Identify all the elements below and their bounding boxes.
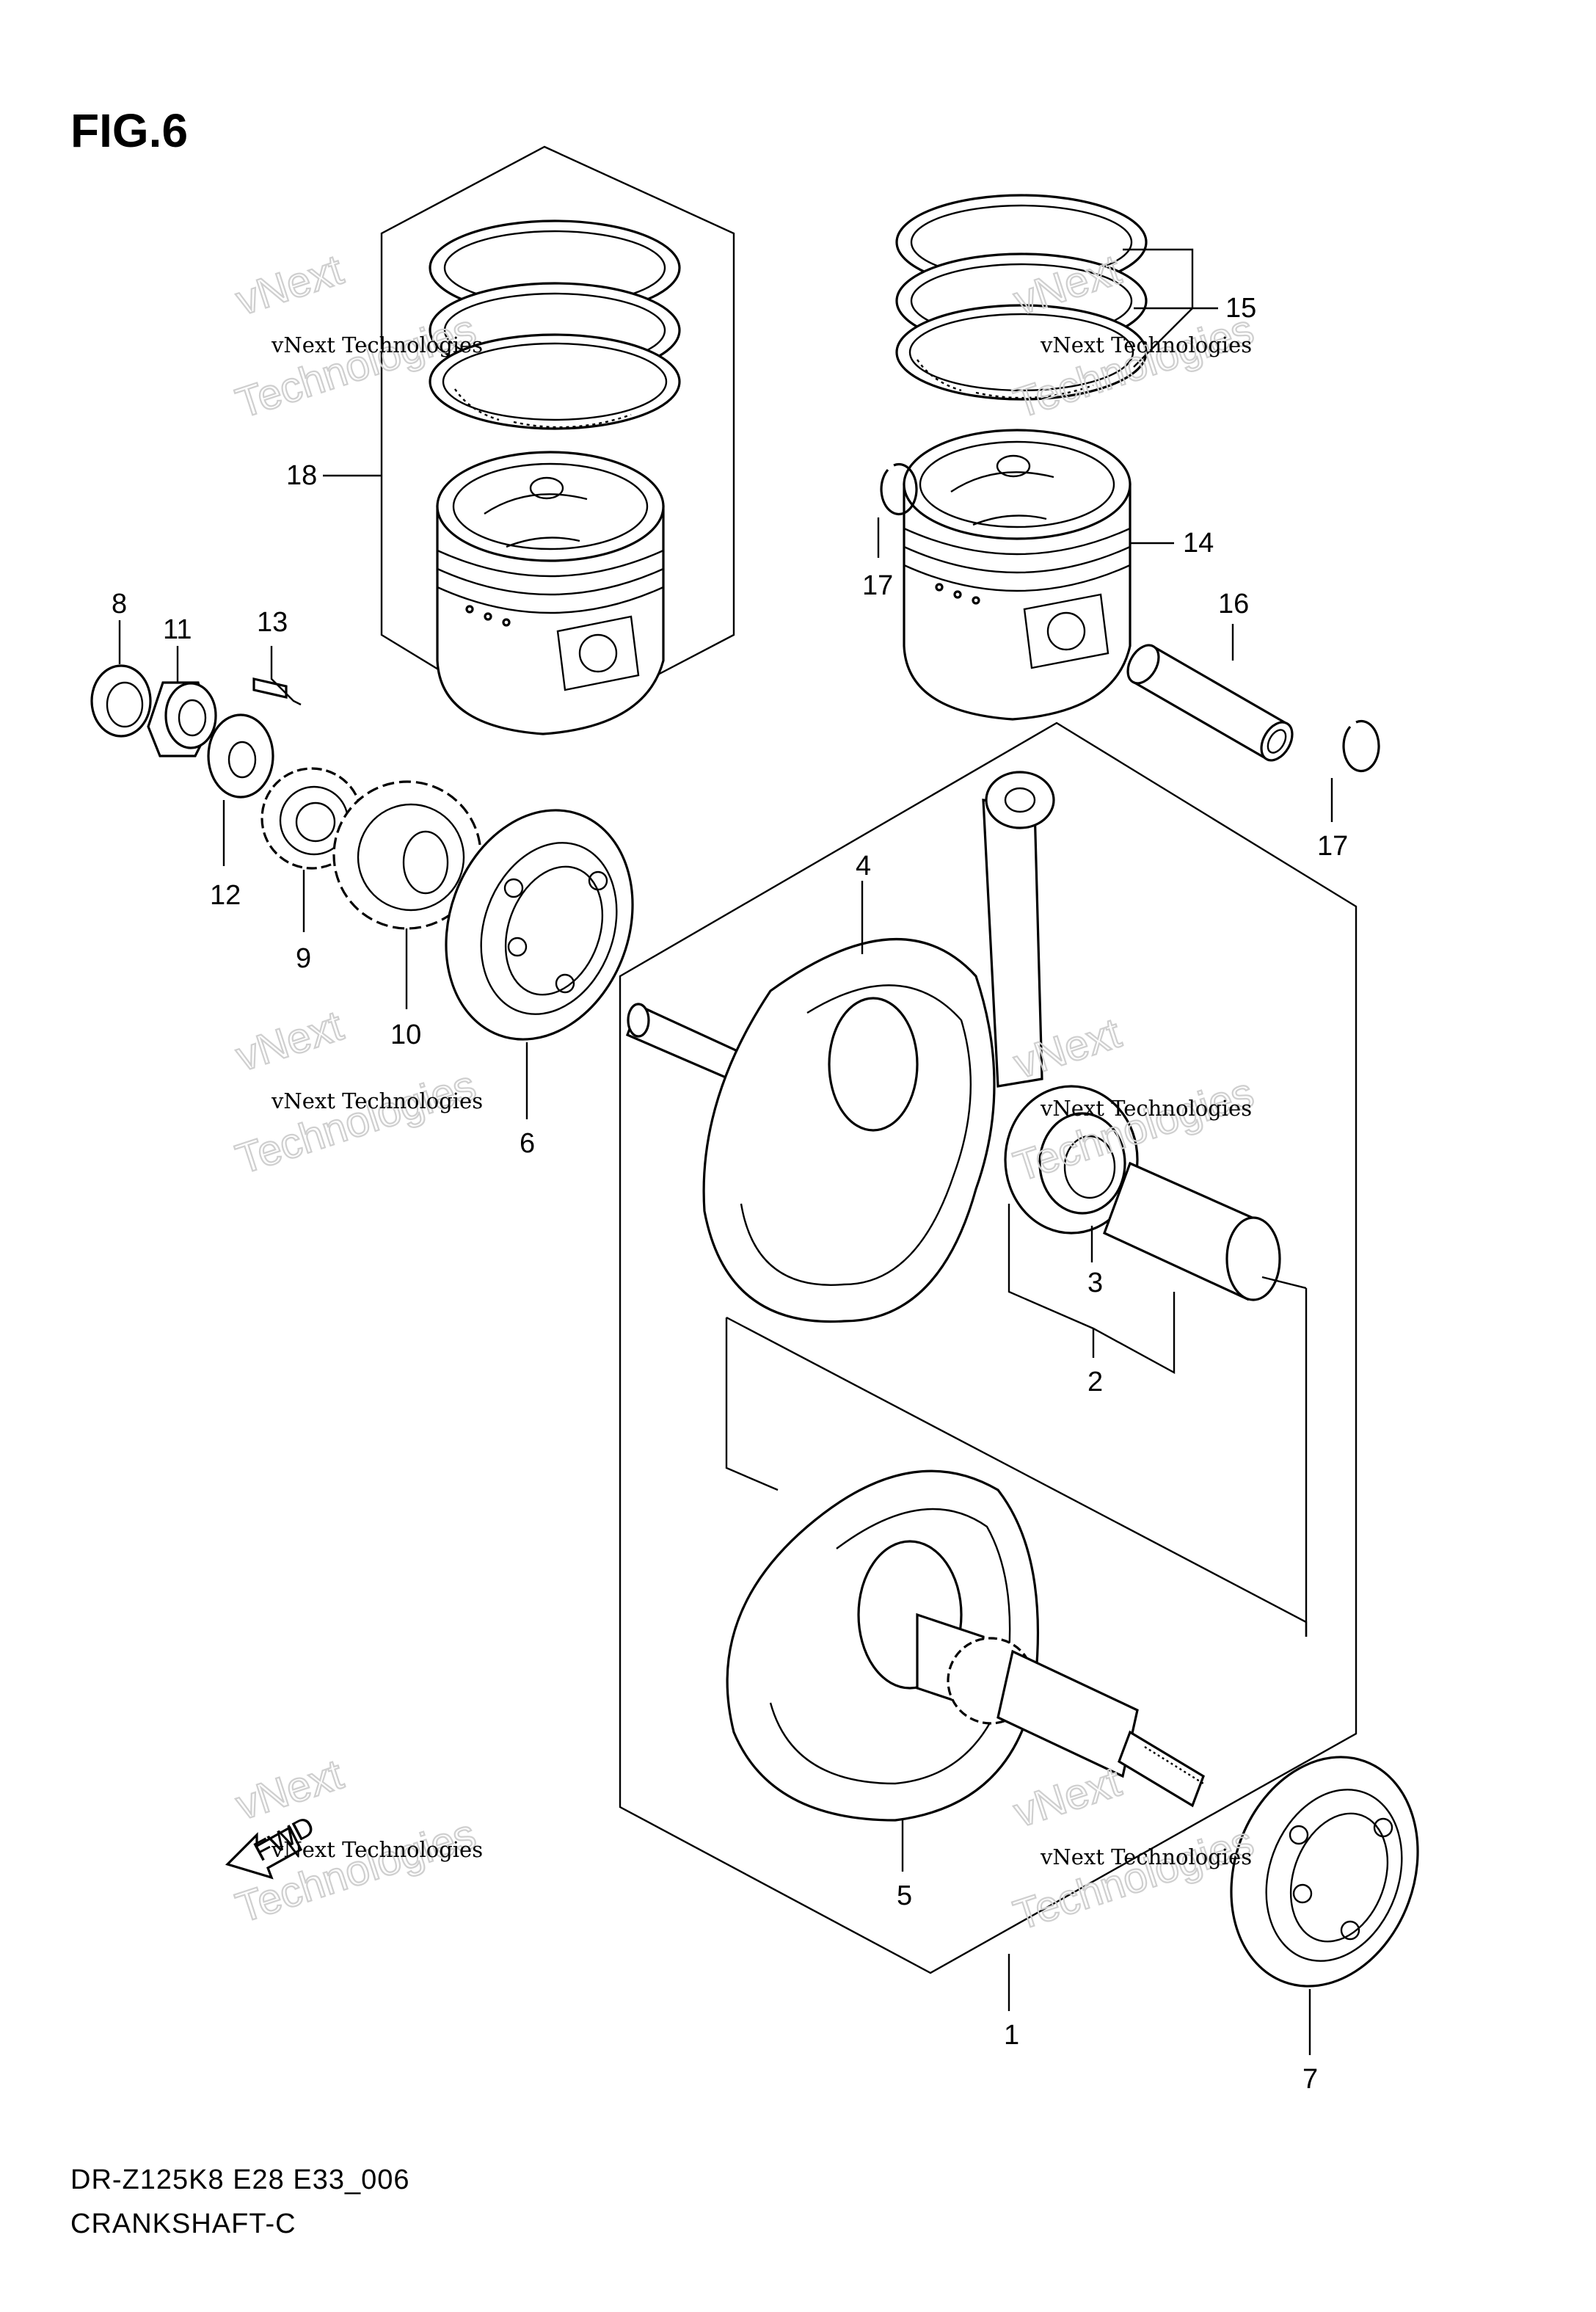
svg-text:vNext: vNext: [230, 1751, 349, 1830]
circlip-lower: [1342, 719, 1380, 773]
callout-17-lower: 17: [1317, 831, 1348, 862]
crankshaft-assembly-frame: [619, 721, 1358, 1974]
washer: [207, 713, 274, 799]
callout-3: 3: [1087, 1268, 1103, 1298]
callout-6: 6: [520, 1128, 535, 1159]
callout-1: 1: [1004, 2020, 1019, 2051]
callout-13: 13: [257, 607, 288, 638]
svg-text:vNext Technologies: vNext Technologies: [271, 332, 483, 357]
crank-upper-assembly: [625, 771, 1281, 1323]
watermark-2: vNext Technologies vNext Technologies: [1007, 245, 1260, 429]
assembly-link-lines: [725, 1276, 1308, 1637]
watermark-3: vNext Technologies vNext Technologies: [230, 1001, 483, 1185]
piston-right: [903, 429, 1132, 721]
figure-title: FIG.6: [70, 104, 188, 157]
callout-16: 16: [1218, 589, 1249, 619]
svg-text:vNext Technologies: vNext Technologies: [1040, 1844, 1252, 1869]
crank-lower-assembly: [726, 1469, 1205, 1822]
callout-11: 11: [163, 614, 192, 645]
leader-lines: [118, 248, 1333, 2055]
svg-text:vNext: vNext: [230, 1002, 349, 1081]
watermark-6: vNext Technologies vNext Technologies: [1007, 1757, 1260, 1941]
piston-pin: [1126, 644, 1294, 762]
section-name: CRANKSHAFT-C: [70, 2209, 296, 2239]
svg-text:vNext: vNext: [1008, 1758, 1126, 1837]
svg-text:Technologies: Technologies: [230, 1061, 481, 1183]
svg-text:vNext Technologies: vNext Technologies: [271, 1837, 483, 1862]
right-bearing: [1230, 1756, 1419, 1988]
svg-text:Technologies: Technologies: [1008, 1817, 1259, 1939]
callout-18: 18: [286, 460, 317, 491]
callout-15: 15: [1225, 293, 1256, 324]
callout-10: 10: [390, 1019, 421, 1050]
nut: [147, 681, 217, 757]
svg-text:vNext Technologies: vNext Technologies: [1040, 332, 1252, 357]
svg-text:vNext Technologies: vNext Technologies: [1040, 1096, 1252, 1121]
callout-2: 2: [1087, 1367, 1103, 1397]
piston-left: [436, 451, 665, 735]
circlip-upper: [880, 462, 918, 516]
svg-text:vNext Technologies: vNext Technologies: [271, 1088, 483, 1113]
callout-8: 8: [112, 589, 127, 619]
piston-ring-set-left: [429, 219, 681, 430]
callout-12: 12: [210, 880, 241, 911]
callout-7: 7: [1302, 2064, 1318, 2095]
callout-9: 9: [296, 943, 311, 974]
callout-labels: 1 2 3 4 5 6 7 8 9 10 11 12 13 14 15 16 1…: [112, 293, 1348, 2095]
piston-ring-set-right: [895, 194, 1148, 401]
callout-17-upper: 17: [862, 570, 893, 601]
callout-5: 5: [897, 1880, 912, 1911]
callout-4: 4: [856, 851, 871, 881]
callout-14: 14: [1183, 528, 1214, 559]
oil-seal: [90, 664, 152, 738]
svg-text:vNext: vNext: [230, 246, 349, 325]
left-bearing: [445, 809, 634, 1041]
model-code: DR-Z125K8 E28 E33_006: [70, 2164, 410, 2195]
